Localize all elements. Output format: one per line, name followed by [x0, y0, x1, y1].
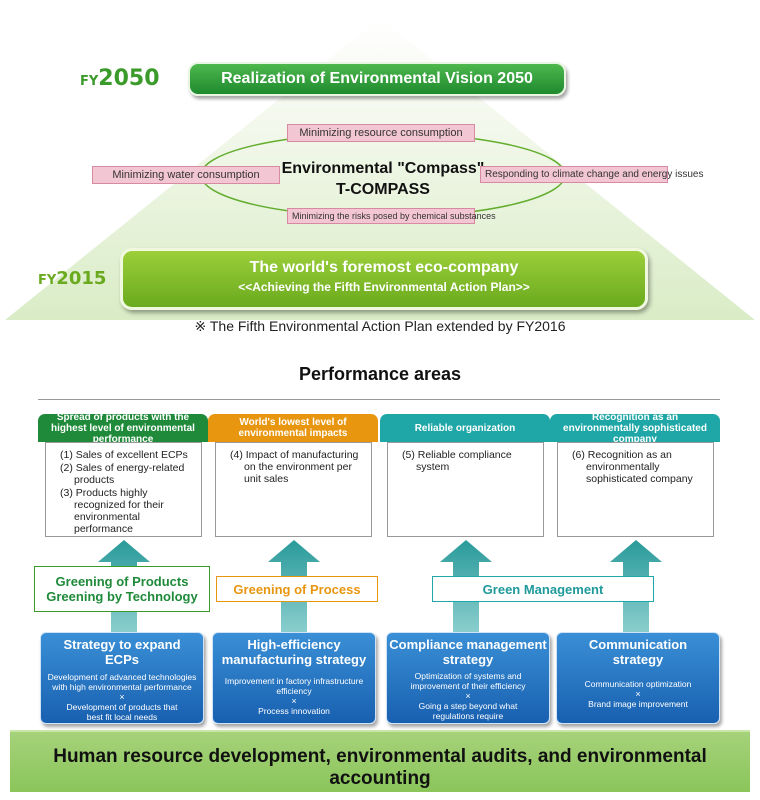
vision-2050-text: Realization of Environmental Vision 2050	[221, 70, 533, 87]
area-head-3: Reliable organization	[380, 414, 550, 442]
strategy-compliance: Compliance management strategy Optimizat…	[386, 632, 550, 724]
greening-products-line2: Greening by Technology	[46, 589, 198, 604]
area-item: (6) Recognition as an environmentally so…	[572, 449, 693, 485]
greening-products-line1: Greening of Products	[55, 574, 189, 589]
strategy-manufacturing: High-efficiency manufacturing strategy I…	[212, 632, 376, 724]
compass-climate: Responding to climate change and energy …	[480, 166, 703, 183]
area-item: (1) Sales of excellent ECPs	[60, 449, 188, 461]
strategy-desc: Improvement in factory infrastructure ef…	[224, 676, 364, 696]
strategy-title: Strategy to expand ECPs	[63, 637, 181, 667]
strategy-desc: Development of products that best fit lo…	[66, 702, 178, 722]
foundation-base	[10, 730, 750, 792]
area-body-2: (4) Impact of manufacturing on the envir…	[215, 442, 372, 537]
greening-process-label: Greening of Process	[216, 576, 378, 602]
area-body-1: (1) Sales of excellent ECPs (2) Sales of…	[45, 442, 202, 537]
strategy-title: High-efficiency manufacturing strategy	[221, 637, 367, 667]
area-item: (4) Impact of manufacturing on the envir…	[230, 449, 359, 485]
times-icon: ×	[291, 696, 297, 706]
strategy-desc: Process innovation	[258, 706, 330, 716]
area-head-2: World's lowest level of environmental im…	[208, 414, 378, 442]
fy2050-label: FY2050	[80, 66, 160, 91]
fy2015-label: FY2015	[38, 268, 107, 289]
compass-title-line2: T-COMPASS	[336, 181, 430, 198]
area-item: (3) Products highly recognized for their…	[60, 487, 164, 535]
performance-areas-title: Performance areas	[298, 364, 462, 384]
area-head-1: Spread of products with the highest leve…	[38, 412, 208, 445]
compass-title-line1: Environmental "Compass"	[281, 160, 485, 177]
strategy-desc: Going a step beyond what regulations req…	[418, 701, 518, 721]
strategy-title: Communication strategy	[588, 637, 688, 667]
foundation-text: Human resource development, environmenta…	[53, 746, 707, 789]
compass-chemical: Minimizing the risks posed by chemical s…	[287, 208, 496, 224]
vision-2050-banner: Realization of Environmental Vision 2050	[188, 62, 566, 96]
compass-water: Minimizing water consumption	[92, 166, 280, 184]
green-management-label: Green Management	[432, 576, 654, 602]
times-icon: ×	[635, 689, 641, 699]
area-body-3: (5) Reliable compliance system	[387, 442, 544, 537]
eco-company-title: The world's foremost eco-company	[249, 259, 519, 276]
compass-title: Environmental "Compass" T-COMPASS	[263, 158, 503, 200]
times-icon: ×	[119, 692, 125, 702]
strategy-ecps: Strategy to expand ECPs Development of a…	[40, 632, 204, 724]
greening-products-label: Greening of Products Greening by Technol…	[34, 566, 210, 612]
area-item: (2) Sales of energy-related products	[60, 462, 185, 486]
strategy-title: Compliance management strategy	[389, 637, 547, 667]
times-icon: ×	[465, 691, 471, 701]
area-body-4: (6) Recognition as an environmentally so…	[557, 442, 714, 537]
strategy-communication: Communication strategy Communication opt…	[556, 632, 720, 724]
strategy-desc: Development of advanced technologies wit…	[47, 672, 197, 692]
eco-company-banner: The world's foremost eco-company <<Achie…	[120, 248, 648, 310]
compass-resource: Minimizing resource consumption	[287, 124, 475, 142]
divider	[38, 399, 720, 400]
strategy-desc: Communication optimization	[584, 679, 692, 689]
extension-note: ※ The Fifth Environmental Action Plan ex…	[194, 318, 566, 334]
area-item: (5) Reliable compliance system	[402, 449, 512, 473]
strategy-desc: Brand image improvement	[588, 699, 688, 709]
eco-company-subtitle: <<Achieving the Fifth Environmental Acti…	[238, 280, 530, 294]
area-head-4: Recognition as an environmentally sophis…	[550, 412, 720, 445]
strategy-desc: Optimization of systems and improvement …	[410, 671, 526, 691]
